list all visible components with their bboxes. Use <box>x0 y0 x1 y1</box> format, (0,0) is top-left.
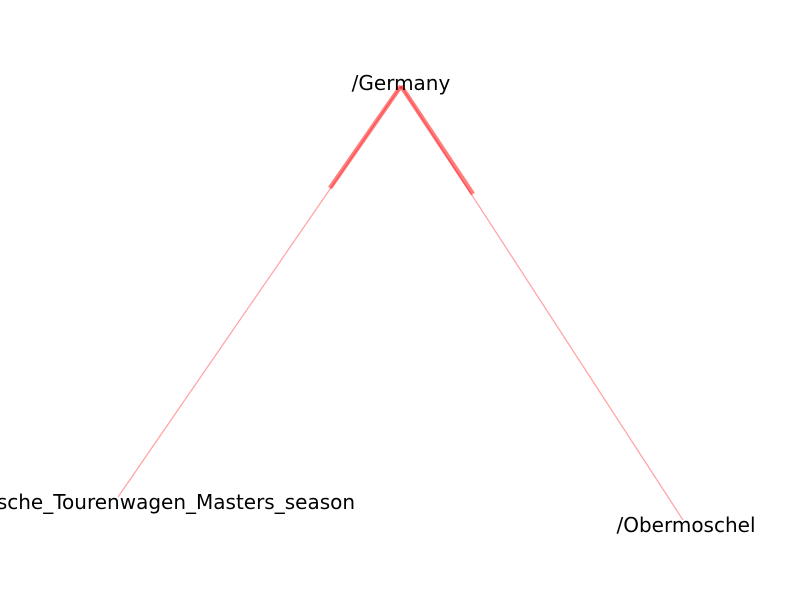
edges-layer <box>117 84 684 521</box>
node-label-obermoschel: /Obermoschel <box>616 513 755 537</box>
labels-layer: /Germany /1995_Deutsche_Tourenwagen_Mast… <box>0 71 756 537</box>
node-label-germany: /Germany <box>352 71 451 95</box>
edge-obermoschel-germany <box>399 84 684 521</box>
edge-dtm-season-germany <box>117 84 403 498</box>
edge-arrowhead <box>399 84 475 196</box>
edge-arrowhead <box>328 84 403 190</box>
node-label-dtm-season: /1995_Deutsche_Tourenwagen_Masters_seaso… <box>0 490 355 514</box>
